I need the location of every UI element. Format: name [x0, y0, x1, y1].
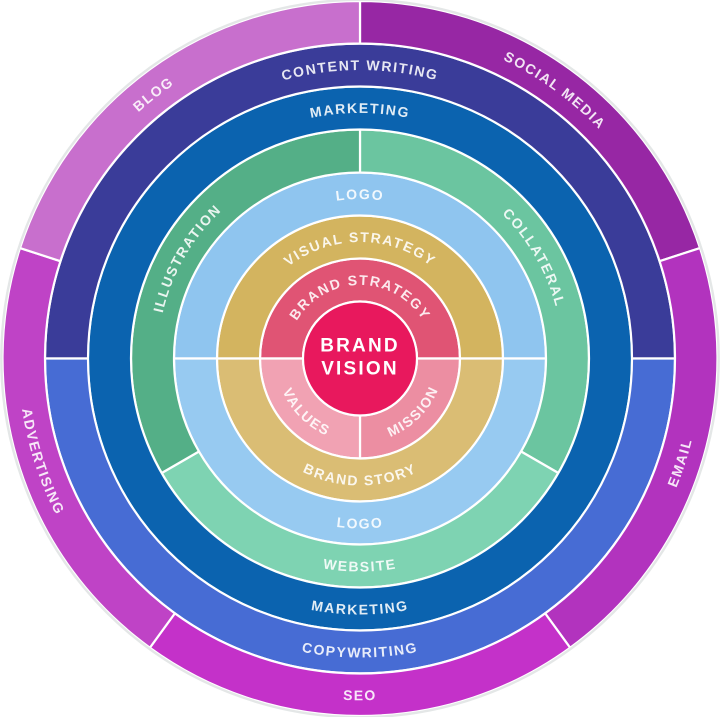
segment-blog [18, 0, 362, 263]
label-seo: SEO [343, 687, 377, 703]
label-copywriting: COPYWRITING [301, 639, 419, 661]
label-marketing: MARKETING [309, 100, 412, 121]
segment-brand-vision [301, 300, 419, 417]
label-marketing: MARKETING [310, 597, 409, 618]
label-logo-bottom: LOGO [336, 514, 384, 532]
label-website: WEBSITE [322, 555, 397, 574]
label-logo-top: LOGO [335, 186, 385, 204]
